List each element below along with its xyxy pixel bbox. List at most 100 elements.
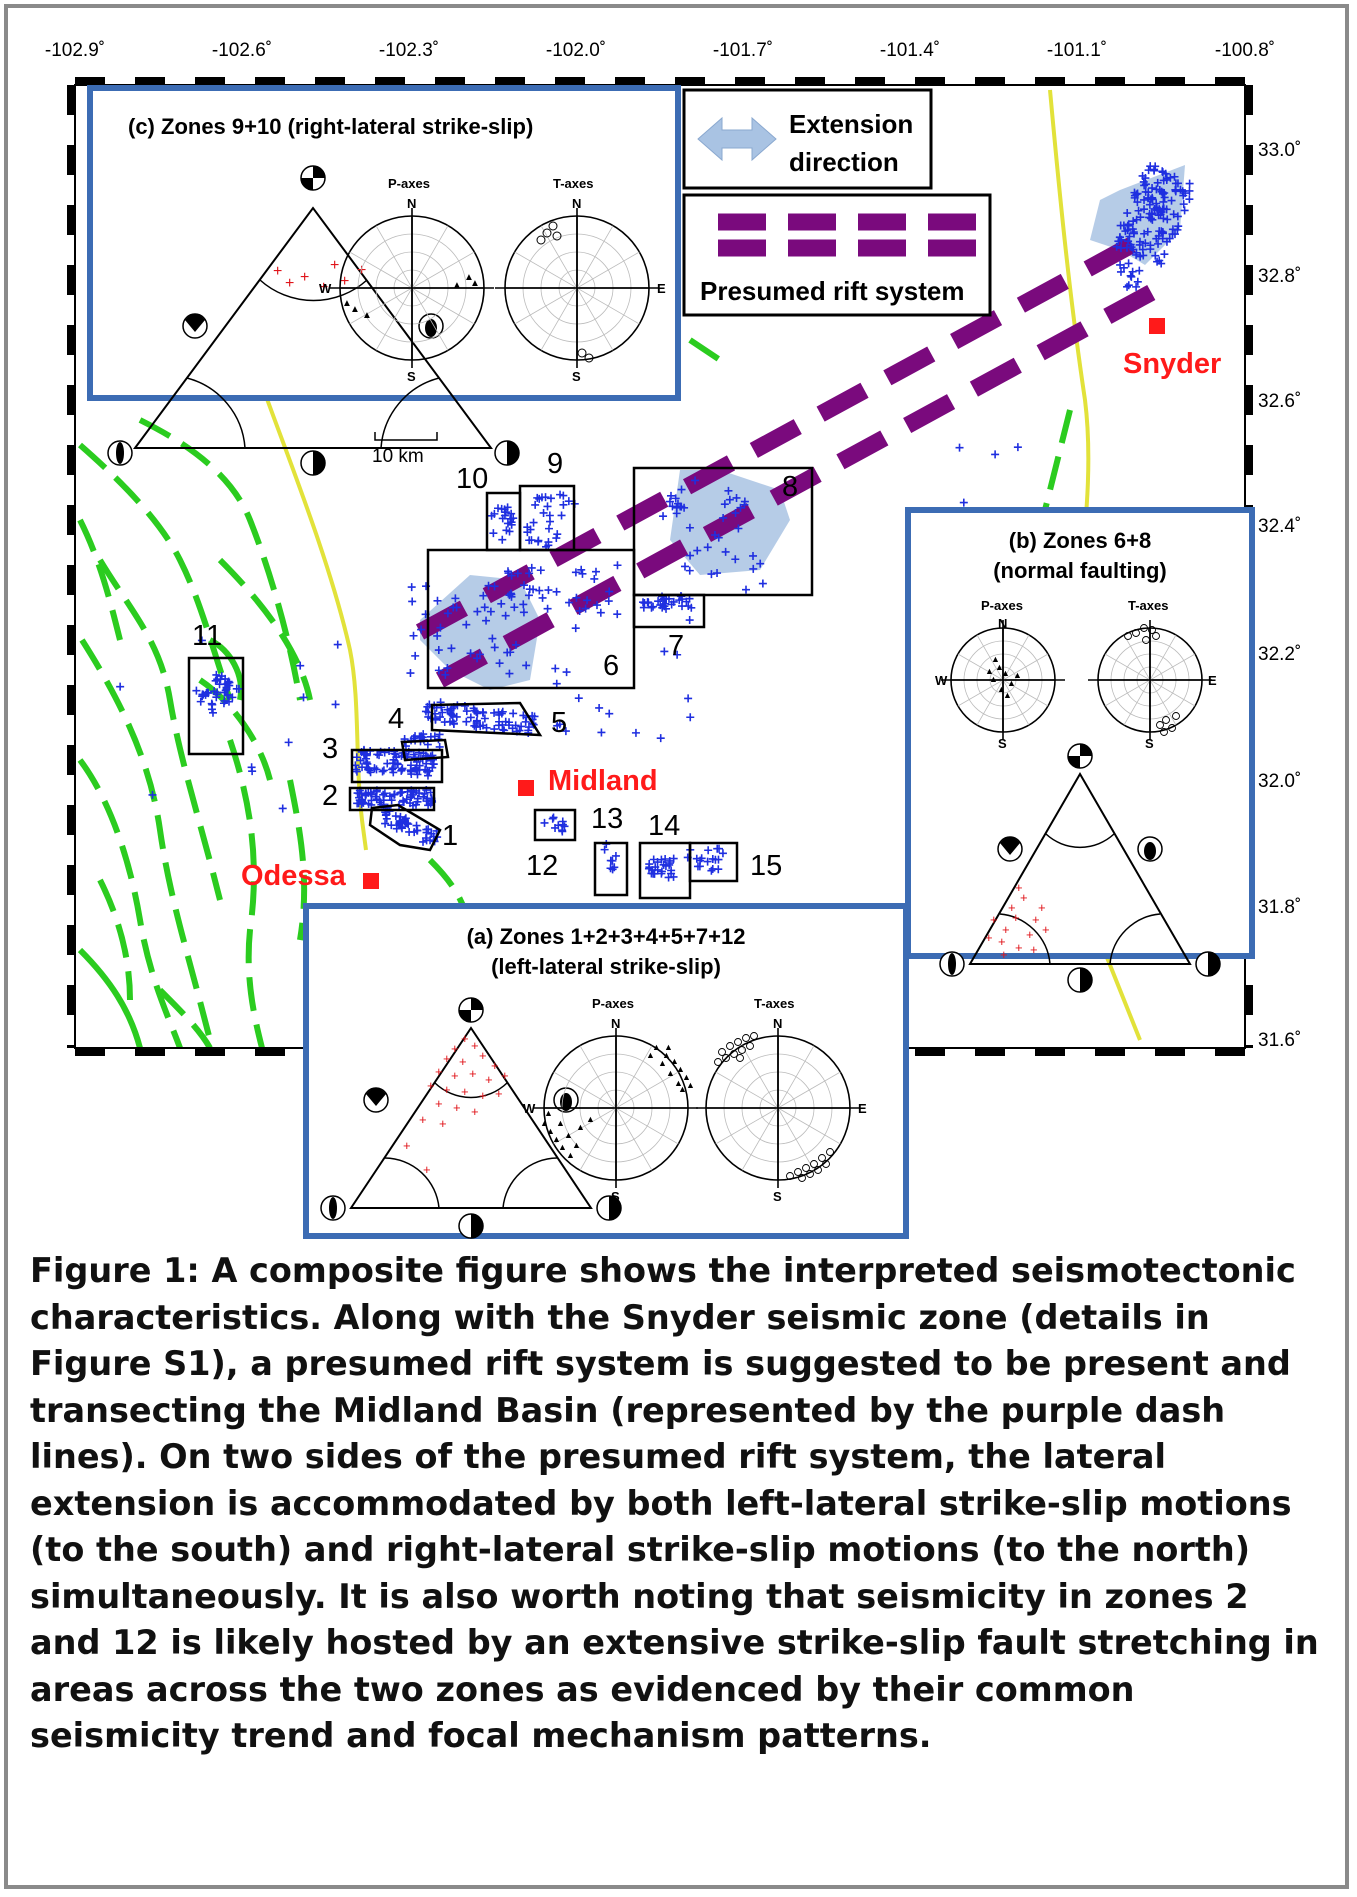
zone-label-4: 4 — [388, 703, 404, 735]
zone-box-4 — [400, 738, 450, 762]
svg-text:32.6˚: 32.6˚ — [1258, 391, 1301, 412]
zone-label-7: 7 — [668, 630, 684, 662]
svg-text:▲: ▲ — [658, 1058, 667, 1068]
svg-text:-101.7˚: -101.7˚ — [713, 40, 773, 61]
svg-text:N: N — [572, 196, 581, 211]
inset-a-t-axes: T-axes N S E — [696, 996, 867, 1204]
svg-text:▲: ▲ — [464, 272, 474, 283]
svg-text:-102.9˚: -102.9˚ — [45, 40, 105, 61]
svg-text:+: + — [340, 273, 349, 290]
svg-text:S: S — [998, 736, 1007, 751]
svg-text:-101.4˚: -101.4˚ — [880, 40, 940, 61]
svg-text:+: + — [439, 1116, 447, 1131]
svg-text:-102.6˚: -102.6˚ — [212, 40, 272, 61]
svg-text:+: + — [479, 1048, 487, 1063]
inset-a-t-points — [714, 1032, 834, 1182]
svg-text:+: + — [427, 1078, 435, 1093]
svg-text:▲: ▲ — [470, 278, 480, 289]
svg-text:(c) Zones 9+10 (right-lateral: (c) Zones 9+10 (right-lateral strike-sli… — [128, 114, 533, 139]
svg-text:10 km: 10 km — [372, 446, 424, 467]
seismotectonic-map: -102.9˚ -102.6˚ -102.3˚ -102.0˚ -101.7˚ … — [45, 40, 1301, 1239]
inset-a-ternary: +++ +++ +++ +++ +++ +++ +++ +++ — [320, 997, 622, 1239]
zone-label-13: 13 — [591, 803, 623, 835]
odessa-label: Odessa — [241, 860, 347, 892]
svg-text:E: E — [1208, 673, 1217, 688]
fault-lines-solid — [77, 637, 244, 1048]
svg-text:+: + — [403, 1138, 411, 1153]
zone-label-11: 11 — [192, 620, 222, 652]
snyder-marker — [1149, 318, 1165, 334]
svg-text:+: + — [469, 1066, 477, 1081]
zone-label-3: 3 — [322, 733, 338, 765]
scale-bar: 10 km — [372, 432, 438, 467]
zone-box-10 — [485, 491, 522, 552]
svg-text:+: + — [471, 1038, 479, 1053]
zone-labels: 1 2 3 4 5 6 7 8 9 10 11 12 13 14 15 — [192, 448, 798, 882]
inset-c-p-axes: P-axes N S W ▲▲▲ ▲▲▲ — [319, 176, 494, 384]
svg-text:▲: ▲ — [652, 1042, 661, 1052]
svg-text:▲: ▲ — [682, 1072, 691, 1082]
svg-text:S: S — [773, 1189, 782, 1204]
inset-c-ternary-points: +++ +++ + — [273, 257, 366, 296]
svg-text:32.8˚: 32.8˚ — [1258, 266, 1301, 287]
inset-a: (a) Zones 1+2+3+4+5+7+12 (left-lateral s… — [303, 903, 909, 1239]
svg-text:▲: ▲ — [662, 1050, 671, 1060]
midland-label: Midland — [548, 765, 658, 797]
svg-text:+: + — [285, 275, 294, 292]
presumed-rift-lines — [415, 227, 1170, 688]
svg-text:+: + — [479, 1088, 487, 1103]
svg-text:+: + — [1015, 880, 1023, 895]
svg-text:+: + — [451, 1068, 459, 1083]
svg-text:+: + — [1030, 942, 1038, 957]
zone-box-3 — [350, 748, 444, 784]
inset-a-ternary-points: +++ +++ +++ +++ +++ +++ +++ +++ — [403, 1031, 509, 1177]
svg-text:▲: ▲ — [342, 298, 352, 309]
svg-text:▲: ▲ — [989, 674, 998, 684]
svg-text:+: + — [461, 1031, 469, 1046]
svg-text:+: + — [485, 1072, 493, 1087]
svg-text:P-axes: P-axes — [981, 598, 1023, 613]
zone-box-2 — [348, 786, 436, 812]
svg-text:+: + — [501, 1068, 509, 1083]
svg-text:+: + — [491, 1058, 499, 1073]
svg-text:32.4˚: 32.4˚ — [1258, 516, 1301, 537]
svg-text:+: + — [453, 1100, 461, 1115]
svg-text:+: + — [273, 263, 282, 280]
svg-text:+: + — [443, 1051, 451, 1066]
zone-label-14: 14 — [648, 810, 680, 842]
zone-label-5: 5 — [551, 707, 567, 739]
svg-text:+: + — [423, 1162, 431, 1177]
zone-label-9: 9 — [547, 448, 563, 480]
svg-text:▲: ▲ — [576, 1122, 585, 1132]
svg-text:-102.3˚: -102.3˚ — [379, 40, 439, 61]
svg-text:▲: ▲ — [350, 304, 360, 315]
inset-b-ternary: +++ +++ +++ +++ +++ — [939, 743, 1221, 993]
svg-text:▲: ▲ — [666, 1068, 675, 1078]
svg-text:-102.0˚: -102.0˚ — [546, 40, 606, 61]
svg-text:S: S — [407, 369, 416, 384]
svg-text:+: + — [495, 1086, 503, 1101]
svg-text:T-axes: T-axes — [1128, 598, 1168, 613]
svg-text:+: + — [443, 1082, 451, 1097]
zone-box-1 — [368, 803, 442, 852]
svg-text:▲: ▲ — [1001, 668, 1010, 678]
svg-text:E: E — [657, 281, 666, 296]
svg-text:33.0˚: 33.0˚ — [1258, 140, 1301, 161]
svg-text:+: + — [319, 279, 328, 296]
legend-rift: Presumed rift system — [682, 193, 992, 317]
svg-text:▲: ▲ — [552, 1134, 561, 1144]
svg-text:N: N — [611, 1016, 620, 1031]
svg-text:+: + — [461, 1084, 469, 1099]
svg-text:W: W — [319, 281, 332, 296]
svg-text:+: + — [1032, 912, 1040, 927]
svg-text:▲: ▲ — [670, 1056, 679, 1066]
svg-text:▲: ▲ — [1013, 670, 1022, 680]
svg-text:-100.8˚: -100.8˚ — [1215, 40, 1275, 61]
lat-tick-labels: 33.0˚ 32.8˚ 32.6˚ 32.4˚ 32.2˚ 32.0˚ 31.8… — [1258, 140, 1301, 1051]
inset-a-p-axes: P-axes N S W ▲▲▲ ▲▲▲ ▲▲▲ ▲▲▲ ▲▲▲ ▲▲▲ ▲▲▲… — [523, 996, 698, 1204]
svg-text:T-axes: T-axes — [754, 996, 794, 1011]
svg-text:▲: ▲ — [362, 310, 372, 321]
svg-text:+: + — [435, 1064, 443, 1079]
svg-text:(normal faulting): (normal faulting) — [993, 558, 1167, 583]
svg-text:+: + — [459, 1054, 467, 1069]
